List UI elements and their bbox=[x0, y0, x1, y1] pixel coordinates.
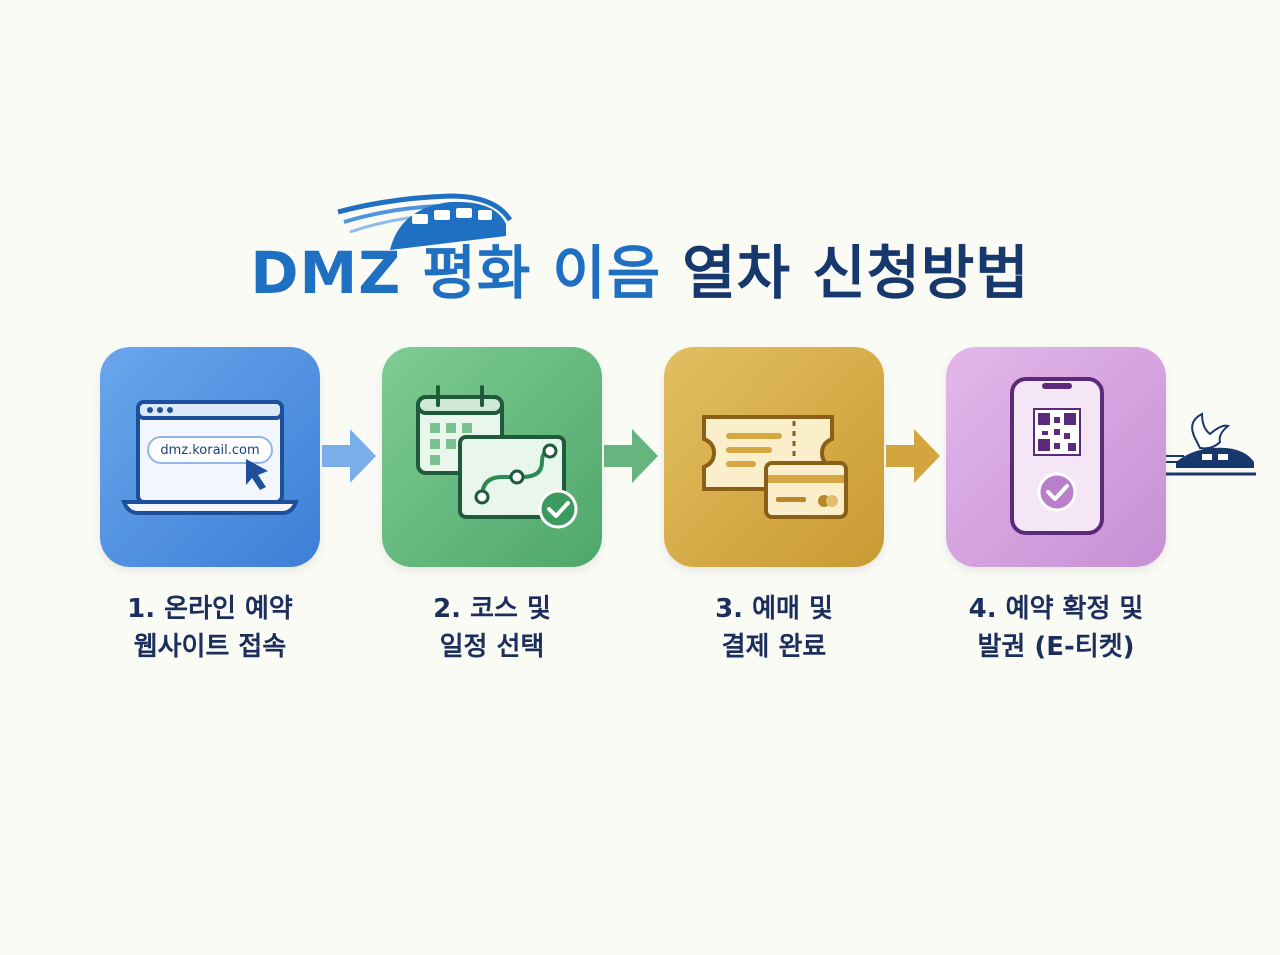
train-logo-icon bbox=[337, 193, 513, 250]
arrow-right-icon bbox=[322, 429, 376, 483]
page-title: DMZ 평화 이음 열차 신청방법 bbox=[0, 226, 1280, 310]
title-part-a: DMZ 평화 이음 bbox=[250, 239, 662, 307]
dove-train-icon bbox=[1166, 412, 1256, 476]
step-2-card bbox=[382, 347, 602, 567]
laptop-icon bbox=[121, 400, 299, 515]
step-2-line1: 2. 코스 및 bbox=[433, 594, 551, 624]
title-part-b: 열차 신청방법 bbox=[682, 239, 1030, 307]
step-1-label: 1. 온라인 예약 웹사이트 접속 bbox=[80, 590, 340, 666]
arrow-right-icon bbox=[886, 429, 940, 483]
step-2-line2: 일정 선택 bbox=[439, 632, 545, 662]
step-3-card bbox=[664, 347, 884, 567]
step-4-line1: 4. 예약 확정 및 bbox=[968, 594, 1144, 624]
step-4-line2: 발권 (E-티켓) bbox=[977, 632, 1135, 662]
step-3-line1: 3. 예매 및 bbox=[715, 594, 833, 624]
title-area: DMZ 평화 이음 열차 신청방법 bbox=[0, 190, 1280, 310]
step-4-card bbox=[946, 347, 1166, 567]
phone-qr-icon bbox=[1010, 377, 1104, 535]
step-3-line2: 결제 완료 bbox=[721, 632, 827, 662]
arrow-right-icon bbox=[604, 429, 658, 483]
step-1-line1: 1. 온라인 예약 bbox=[127, 594, 293, 624]
step-1-card: dmz.korail.com bbox=[100, 347, 320, 567]
ticket-card-icon bbox=[702, 415, 848, 519]
step-4-label: 4. 예약 확정 및 발권 (E-티켓) bbox=[926, 590, 1186, 666]
step-3-label: 3. 예매 및 결제 완료 bbox=[644, 590, 904, 666]
calendar-route-icon bbox=[416, 385, 578, 529]
url-text: dmz.korail.com bbox=[160, 443, 260, 458]
step-1-line2: 웹사이트 접속 bbox=[133, 632, 287, 662]
step-2-label: 2. 코스 및 일정 선택 bbox=[362, 590, 622, 666]
